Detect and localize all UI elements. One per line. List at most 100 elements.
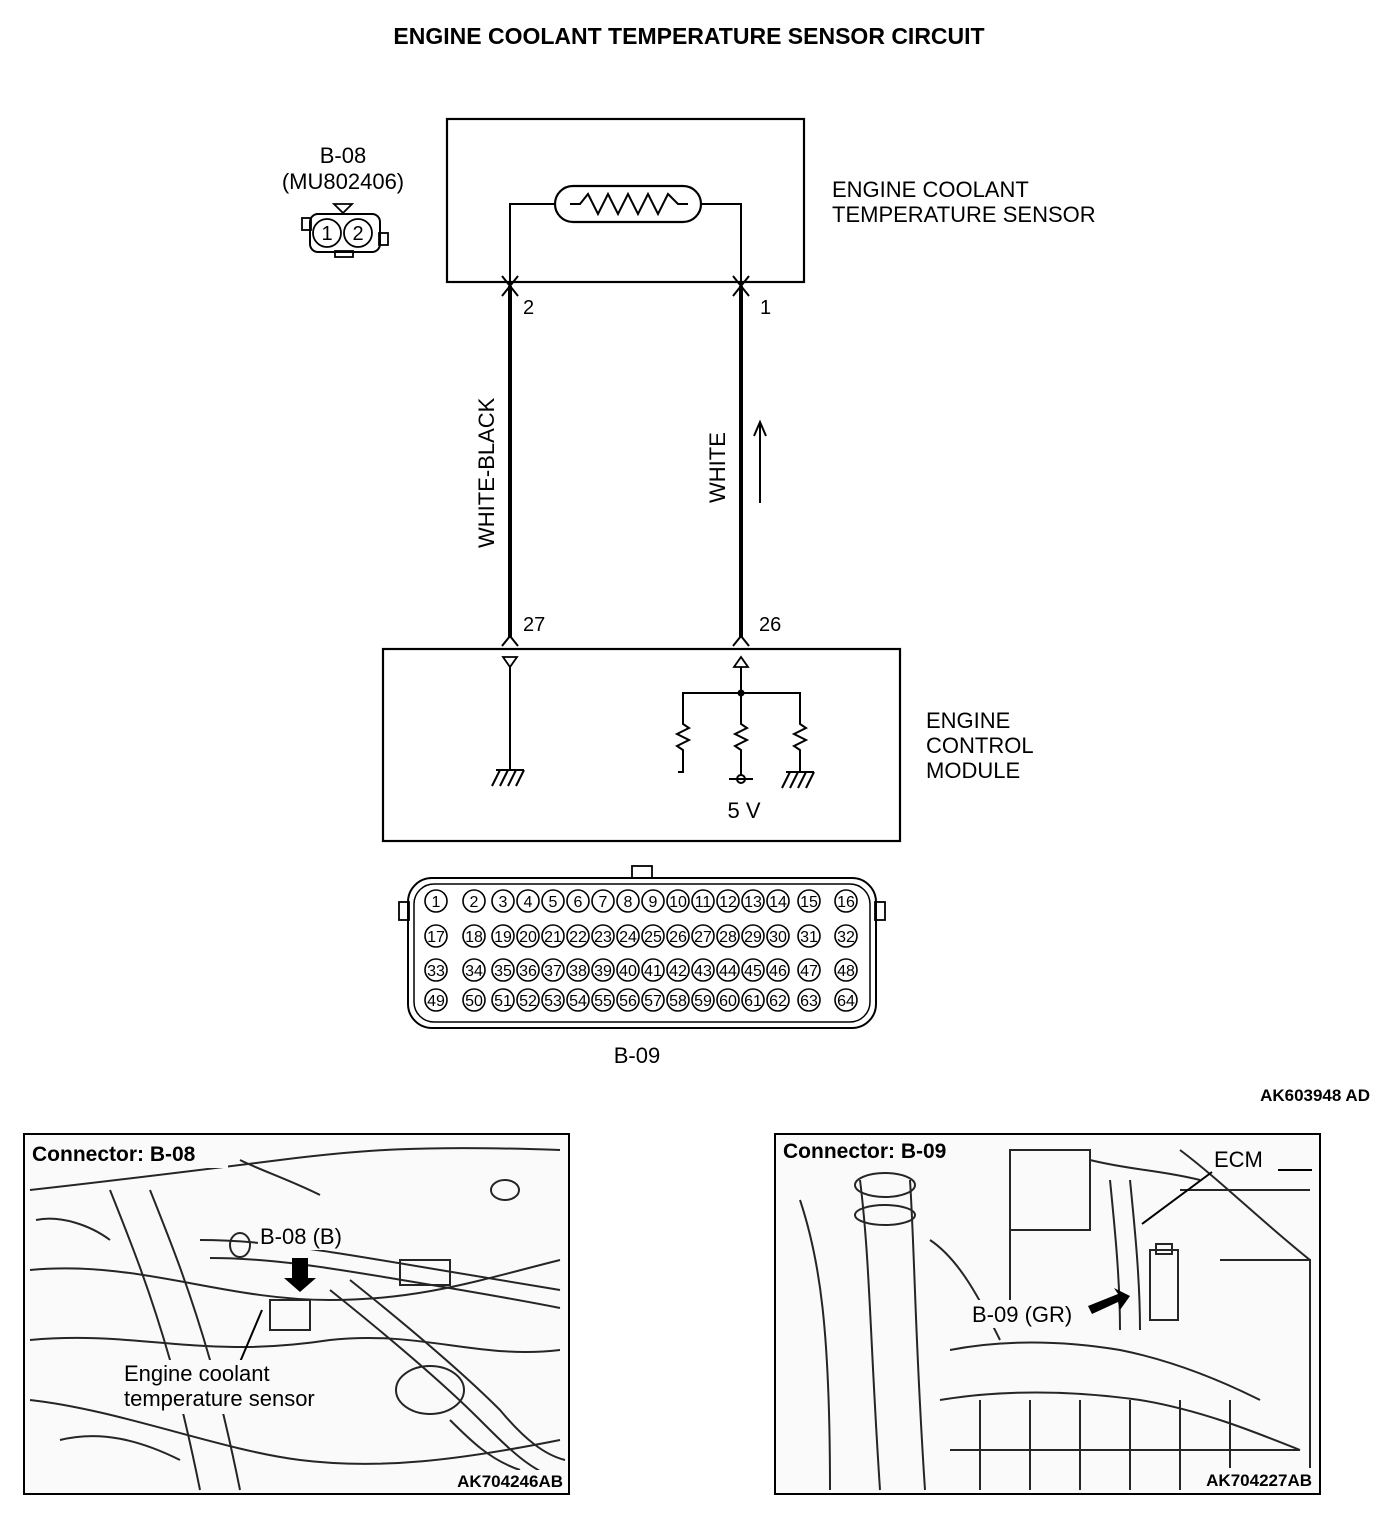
ecm-pin-circle xyxy=(766,988,790,1012)
sensor-internal-wire-right xyxy=(701,203,742,285)
sensor-pin-left-label: 2 xyxy=(523,297,534,319)
photo-panel-b09 xyxy=(774,1133,1321,1495)
ecm-pin-right-label: 26 xyxy=(759,614,781,636)
ecm-pin-circle xyxy=(691,958,715,982)
photo-panel-b08 xyxy=(23,1133,570,1495)
ecm-name-line1: ENGINE xyxy=(926,708,1010,733)
ecm-pin-label: 52 xyxy=(519,993,537,1010)
panel-right-ecm-label: ECM xyxy=(1214,1147,1263,1172)
panel-left-title: Connector: B-08 xyxy=(32,1143,196,1166)
ecm-pin-label: 42 xyxy=(669,963,687,980)
ecm-pin-circle xyxy=(641,958,665,982)
panel-left-label-line1: Engine coolant xyxy=(124,1361,270,1386)
ecm-pin-label: 24 xyxy=(619,929,637,946)
ecm-pin-label: 26 xyxy=(669,929,687,946)
ecm-pin-circle xyxy=(691,988,715,1012)
ecm-pin-label: 63 xyxy=(800,993,818,1010)
ecm-pin-label: 62 xyxy=(769,993,787,1010)
ecm-pin-circle xyxy=(566,924,590,948)
ecm-pin-label: 57 xyxy=(644,993,662,1010)
ecm-input-triangle-right xyxy=(732,655,750,668)
sensor-part-number: (MU802406) xyxy=(282,169,404,194)
panel-right-code: AK704227AB xyxy=(1206,1471,1312,1490)
ecm-pin-label: 59 xyxy=(694,993,712,1010)
ecm-pin-circle xyxy=(834,889,858,913)
ecm-pin-circle xyxy=(666,924,690,948)
ecm-pin-label: 21 xyxy=(544,929,562,946)
ecm-pin-label: 58 xyxy=(669,993,687,1010)
ecm-pin-label: 28 xyxy=(719,929,737,946)
ecm-pin-circle xyxy=(741,924,765,948)
ecm-pin-label: 31 xyxy=(800,929,818,946)
ecm-pin-circle xyxy=(491,958,515,982)
ecm-pin-label: 23 xyxy=(594,929,612,946)
ecm-pin-circle xyxy=(541,988,565,1012)
sensor-pin-right-label: 1 xyxy=(760,297,771,319)
wire-left-color-label: WHITE-BLACK xyxy=(474,397,499,548)
ecm-pin-label: 56 xyxy=(619,993,637,1010)
ecm-pin-circle xyxy=(766,958,790,982)
ecm-pin-label: 11 xyxy=(695,894,712,911)
ecm-pin-circle xyxy=(516,924,540,948)
ecm-input-triangle-left xyxy=(501,656,519,669)
ecm-pin-circle xyxy=(424,889,448,913)
ecm-pin-label: 64 xyxy=(837,993,855,1010)
ecm-pin-circle xyxy=(566,988,590,1012)
ecm-pin-circle xyxy=(516,889,540,913)
ecm-pin-label: 40 xyxy=(619,963,637,980)
ecm-pin-label: 6 xyxy=(574,894,583,911)
ecm-pin-circle xyxy=(616,988,640,1012)
ecm-pin-label: 1 xyxy=(432,894,441,911)
ecm-pin-label: 14 xyxy=(769,894,787,911)
sensor-connector-face xyxy=(301,203,389,258)
ecm-pin-label: 45 xyxy=(744,963,762,980)
sensor-name-line2: TEMPERATURE SENSOR xyxy=(832,202,1096,227)
ecm-pin-circle xyxy=(541,958,565,982)
ecm-connector-id: B-09 xyxy=(614,1043,660,1068)
ecm-pin-circle xyxy=(424,958,448,982)
ecm-pin-label: 25 xyxy=(644,929,662,946)
ecm-pin-circle xyxy=(616,958,640,982)
ecm-pin-circle xyxy=(691,924,715,948)
ecm-pin-circle xyxy=(491,889,515,913)
ecm-name-line2: CONTROL xyxy=(926,733,1034,758)
ecm-pin-circle xyxy=(491,988,515,1012)
ecm-pin-circle xyxy=(462,889,486,913)
ecm-pin-circle xyxy=(641,889,665,913)
ecm-pin-label: 54 xyxy=(569,993,587,1010)
sensor-connector-pin-1: 1 xyxy=(321,223,332,245)
ecm-voltage-label: 5 V xyxy=(727,798,760,823)
ecm-pin-label: 39 xyxy=(594,963,612,980)
ecm-pin-label: 8 xyxy=(624,894,633,911)
sensor-connector-id: B-08 xyxy=(320,143,366,168)
ground-symbol-left xyxy=(491,769,525,787)
wire-right-color-label: WHITE xyxy=(705,432,730,503)
ecm-pin-label: 53 xyxy=(544,993,562,1010)
ecm-pin-circle xyxy=(516,958,540,982)
ecm-pin-circle xyxy=(666,988,690,1012)
ecm-pin-label: 33 xyxy=(427,963,445,980)
ecm-pin-circle xyxy=(797,924,821,948)
ecm-pin-circle xyxy=(641,988,665,1012)
sensor-box xyxy=(445,117,806,284)
ecm-pin-label: 50 xyxy=(465,993,483,1010)
ecm-pin-label: 51 xyxy=(494,993,512,1010)
ecm-pin-label: 30 xyxy=(769,929,787,946)
ecm-pin-circle xyxy=(491,924,515,948)
ecm-pin-label: 10 xyxy=(669,894,687,911)
ecm-pin-label: 5 xyxy=(549,894,558,911)
ecm-pin-circle xyxy=(716,988,740,1012)
ecm-pin-label: 3 xyxy=(499,894,508,911)
ecm-pin-circle xyxy=(541,924,565,948)
ecm-pin-circle xyxy=(591,988,615,1012)
ecm-pin-circle xyxy=(566,958,590,982)
ecm-pin-label: 7 xyxy=(599,894,608,911)
ecm-terminal-fork-left xyxy=(501,634,519,647)
ecm-pin-label: 19 xyxy=(494,929,512,946)
ecm-pin-label: 55 xyxy=(594,993,612,1010)
diagram-title: ENGINE COOLANT TEMPERATURE SENSOR CIRCUI… xyxy=(393,23,984,49)
ecm-pin-circle xyxy=(741,988,765,1012)
ecm-pin-circle xyxy=(834,988,858,1012)
ecm-connector-face xyxy=(398,865,886,1029)
